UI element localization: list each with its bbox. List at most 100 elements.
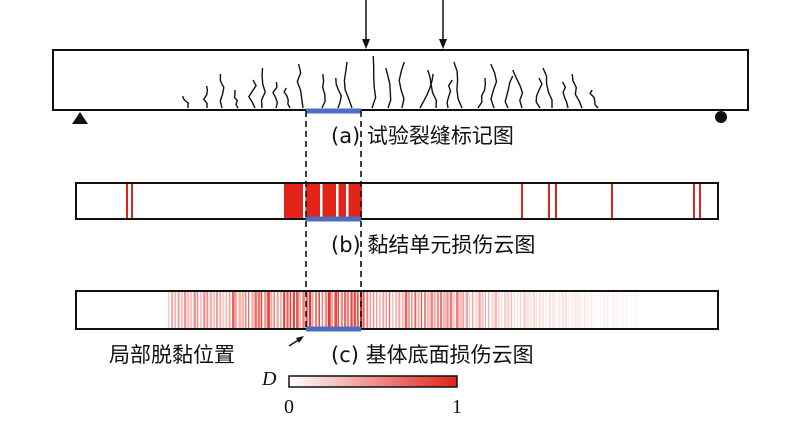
crack-line (561, 81, 569, 109)
damage-band (264, 292, 267, 328)
damage-band (315, 292, 317, 328)
damage-band (600, 292, 603, 328)
roller-support (715, 111, 727, 123)
debond-pointer (288, 336, 304, 347)
damage-band (283, 292, 286, 328)
damage-band (401, 292, 404, 328)
damage-band (606, 292, 609, 328)
damage-band (424, 292, 427, 328)
damage-band (456, 292, 459, 328)
damage-band (353, 292, 356, 328)
damage-band (536, 292, 538, 328)
damage-band (558, 292, 561, 328)
damage-band (468, 292, 471, 328)
damage-band (388, 292, 391, 328)
matrix-strip (75, 290, 719, 330)
damage-band (635, 292, 637, 328)
crack-line (343, 61, 353, 109)
crack-line (419, 73, 434, 109)
damage-band (504, 292, 507, 328)
damage-band (449, 292, 453, 328)
crack-line (247, 79, 257, 109)
damage-band (507, 292, 510, 328)
damage-band (532, 292, 536, 328)
bond-element-strip-bg (76, 183, 718, 219)
damage-band (462, 292, 464, 328)
crack-line (427, 69, 438, 109)
damage-band (574, 292, 577, 328)
damage-band (494, 292, 498, 328)
damage-band (286, 292, 289, 328)
legend-min-label: 0 (284, 396, 294, 418)
damage-band (177, 292, 180, 328)
damage-band (555, 292, 557, 328)
damage-band (571, 292, 574, 328)
matrix-strip-bg (76, 291, 718, 329)
load-arrow-right-head (439, 39, 447, 49)
damage-band (552, 292, 555, 328)
damage-band (366, 292, 369, 328)
debond-annotation: 局部脱黏位置 (109, 343, 235, 367)
crack-marks (182, 55, 599, 109)
damage-band (382, 292, 385, 328)
damage-band (187, 292, 190, 328)
load-arrows (362, 0, 447, 49)
damage-band (590, 292, 593, 328)
damage-band (529, 292, 532, 328)
damage-band (379, 292, 381, 328)
damage-band (174, 292, 176, 328)
pin-support (72, 112, 88, 124)
crack-line (385, 67, 392, 109)
damage-band (548, 184, 550, 218)
damage-band (564, 292, 567, 328)
damage-band (299, 292, 301, 328)
damage-band (593, 292, 595, 328)
damage-band (212, 292, 216, 328)
damage-band (216, 292, 218, 328)
crack-line (371, 55, 377, 109)
damage-band (171, 292, 173, 328)
caption-a: (a) 试验裂缝标记图 (331, 124, 514, 148)
damage-band (459, 292, 462, 328)
test-beam (52, 49, 749, 111)
matrix-damage-bands (168, 292, 637, 328)
damage-band (168, 292, 170, 328)
crack-line (321, 73, 326, 109)
damage-band (603, 292, 606, 328)
damage-band (376, 292, 378, 328)
damage-band (356, 292, 359, 328)
damage-band (276, 292, 279, 328)
damage-band (238, 292, 241, 328)
crack-line (535, 77, 543, 109)
damage-band (225, 292, 227, 328)
crack-line (398, 61, 405, 109)
crack-line (296, 63, 304, 109)
damage-band (427, 292, 430, 328)
damage-band (561, 292, 564, 328)
damage-band (334, 292, 338, 328)
damage-band (465, 292, 469, 328)
damage-band (241, 292, 244, 328)
damage-band (542, 292, 544, 328)
damage-band (360, 292, 363, 328)
load-arrow-left-head (362, 39, 370, 49)
damage-band (209, 292, 212, 328)
damage-band (305, 292, 308, 328)
damage-band (478, 292, 481, 328)
damage-band (308, 292, 312, 328)
damage-band (395, 292, 398, 328)
damage-band (302, 292, 305, 328)
damage-band (440, 292, 443, 328)
damage-band (612, 292, 615, 328)
damage-band (270, 292, 273, 328)
damage-band (587, 292, 589, 328)
damage-band (693, 184, 695, 218)
damage-band (523, 292, 526, 328)
damage-band (408, 292, 410, 328)
damage-band (436, 292, 440, 328)
crack-line (219, 74, 225, 109)
bond-damage-bands (126, 184, 701, 218)
damage-band (337, 292, 339, 328)
damage-band (548, 292, 551, 328)
